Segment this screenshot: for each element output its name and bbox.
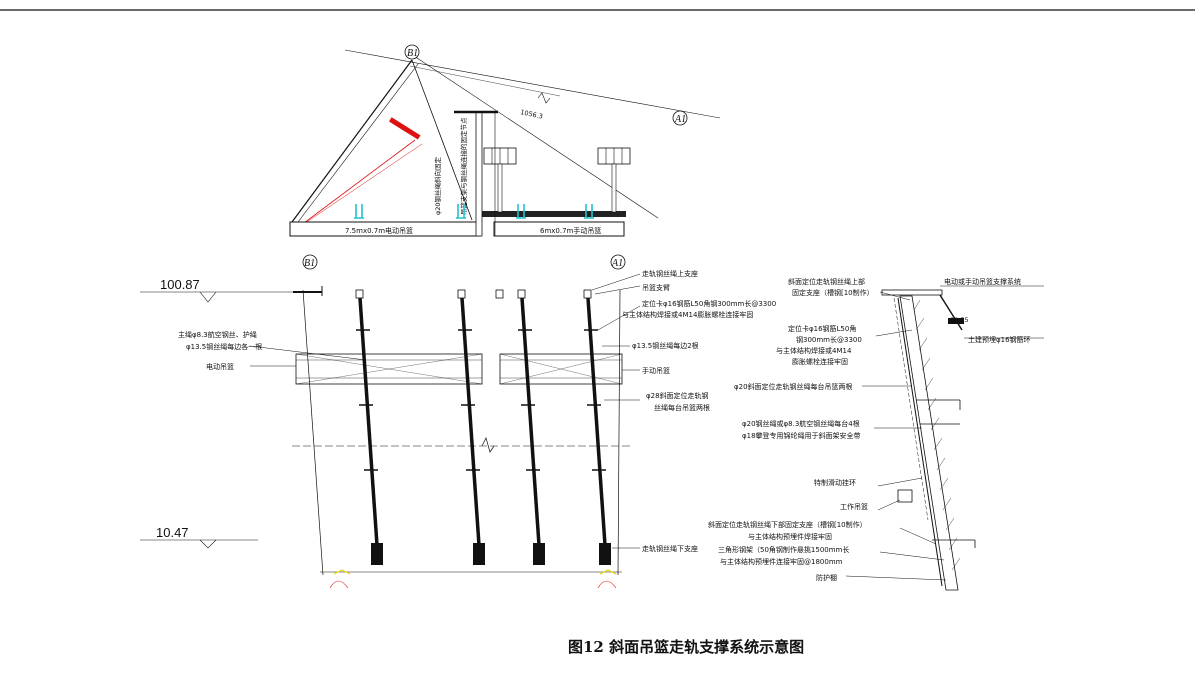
plan-manual-basket	[493, 221, 625, 237]
elev-leaders	[249, 273, 641, 549]
elev-label-main-rope-2: φ13.5钢丝绳每边各一根	[186, 342, 262, 351]
plan-axis-a1-circle	[672, 110, 688, 126]
section-view: 89.55 斜面定位走轨钢丝绳上部 固定支座（槽钢[10制作） 电动或手动吊篮支…	[708, 277, 1044, 591]
elev-label-main-rope: 主绳φ8.3航空钢丝、护绳	[178, 330, 257, 339]
plan-electric-basket-label: 7.5mx0.7m电动吊篮	[345, 226, 413, 235]
elev-manual-basket	[499, 353, 623, 385]
elev-edge-right	[617, 289, 621, 576]
sec-label-upper-fixed-2: 固定支座（槽钢[10制作）	[792, 288, 874, 297]
sec-label-locator: 定位卡φ16钢筋L50角	[788, 324, 856, 333]
section-work-basket	[897, 489, 913, 503]
plan-red-rope	[291, 139, 416, 233]
plan-axis-b1-circle	[404, 44, 420, 60]
plan-beam	[482, 211, 626, 217]
sec-label-locator-4: 膨胀螺栓连接牢固	[792, 357, 848, 366]
sec-label-lower-fixed-2: 与主体结构预埋件焊接牢固	[748, 532, 832, 541]
sec-label-rope-18: φ18攀登专用锦纶绳用于斜面架安全带	[742, 431, 861, 440]
elev-axis-b1-circle	[302, 254, 318, 270]
plan-axis-line-top	[344, 49, 721, 119]
sec-label-locator-2: 钢300mm长@3300	[796, 335, 862, 344]
plan-vertical-note-1: φ20钢丝绳斜向固定	[433, 156, 442, 215]
break-mark	[537, 92, 551, 104]
sec-label-tri-bracket: 三角形钢架（50角钢制作悬挑1500mm长	[718, 545, 849, 554]
elev-top-hooks	[355, 289, 592, 299]
elev-axis-b1: B1	[304, 258, 315, 269]
plan-axis-b1: B1	[407, 48, 418, 59]
plan-slope-line	[291, 59, 413, 223]
plan-dimension: 1056.3	[520, 108, 544, 121]
elev-label-basket-arm: 吊篮支臂	[642, 283, 670, 292]
plan-frame-left	[483, 147, 517, 213]
sec-label-locator-3: 与主体结构焊接或4M14	[776, 346, 852, 355]
plan-axis-a1: A1	[674, 114, 686, 125]
plan-slope-line-3	[411, 59, 473, 221]
sec-label-upper-fixed: 斜面定位走轨钢丝绳上部	[788, 277, 865, 286]
elev-ground-marks	[333, 569, 617, 575]
plan-frame-right	[597, 147, 631, 213]
sec-label-sliding-buckle: 特制滑动挂环	[814, 478, 856, 487]
elev-rails	[358, 297, 607, 546]
elev-label-electric-basket: 电动吊篮	[206, 362, 234, 371]
elev-bottom-anchors	[371, 543, 611, 565]
section-top-frame	[881, 289, 943, 296]
elev-label-rope-135: φ13.5钢丝绳每边2根	[632, 341, 699, 350]
plan-red-rope-2	[291, 143, 423, 233]
sec-label-electric-manual-frame: 电动或手动吊篮支撑系统	[944, 277, 1021, 286]
plan-dimension-line	[409, 65, 561, 97]
elev-rail-ticks	[356, 329, 606, 471]
elev-axis-a1: A1	[611, 258, 623, 269]
plan-slope-line-2	[297, 63, 419, 223]
section-slope-wall	[899, 295, 959, 591]
elev-electric-basket	[295, 353, 483, 385]
plan-cyan-clamps	[354, 204, 594, 219]
sec-label-rope-20-b: φ20钢丝绳或φ8.3航空钢丝绳每台4根	[742, 419, 860, 428]
figure-caption: 图12 斜面吊篮走轨支撑系统示意图	[568, 638, 804, 656]
elev-label-locator-2: 与主体结构焊接或4M14膨胀螺栓连接牢固	[622, 310, 753, 319]
plan-manual-basket-label: 6mx0.7m手动吊篮	[540, 226, 601, 235]
elev-edge-left	[302, 289, 324, 576]
elev-label-manual-basket: 手动吊篮	[642, 366, 670, 375]
sec-label-lower-fixed: 斜面定位走轨钢丝绳下部固定支座（槽钢[10制作）	[708, 520, 867, 529]
elev-label-locator: 定位卡φ16钢筋L50角钢300mm长@3300	[642, 299, 776, 308]
plan-view: 1056.3 B1 A1 7.5mx0.7m电动吊篮 6mx0.7m手动吊篮 φ…	[289, 44, 721, 237]
plan-red-bracket	[388, 117, 421, 140]
section-angle: 89.55	[950, 316, 969, 324]
elev-label-rope-28-2: 丝绳每台吊篮两根	[654, 403, 710, 412]
section-rope	[897, 297, 943, 587]
elev-label-rail-upper-support: 走轨钢丝绳上支座	[642, 269, 698, 278]
plan-post	[475, 111, 483, 237]
level-bottom: 10.47	[156, 525, 189, 540]
plan-axis-line-b1	[407, 51, 659, 219]
section-brackets	[916, 399, 976, 548]
elevation-view: B1 A1 100.87 10.47	[140, 254, 776, 589]
sec-label-rope-20: φ20斜面定位走轨钢丝绳每台吊篮两根	[734, 382, 853, 391]
elev-label-rope-28: φ28斜面定位走轨钢	[646, 391, 709, 400]
sec-label-work-basket: 工作吊篮	[840, 502, 868, 511]
sec-label-guard: 防护棚	[816, 573, 837, 582]
sec-label-rebar-ring: 土建预埋φ16钢筋环	[968, 335, 1031, 344]
elev-label-rail-lower-support: 走轨钢丝绳下支座	[642, 544, 698, 553]
level-top: 100.87	[160, 277, 200, 292]
sec-label-tri-bracket-2: 与主体结构预埋件连接牢固@1800mm	[720, 557, 843, 566]
elev-axis-a1-circle	[610, 254, 626, 270]
plan-vertical-note-2: 吊篮支架与钢丝绳连接的固定节点	[459, 117, 468, 215]
